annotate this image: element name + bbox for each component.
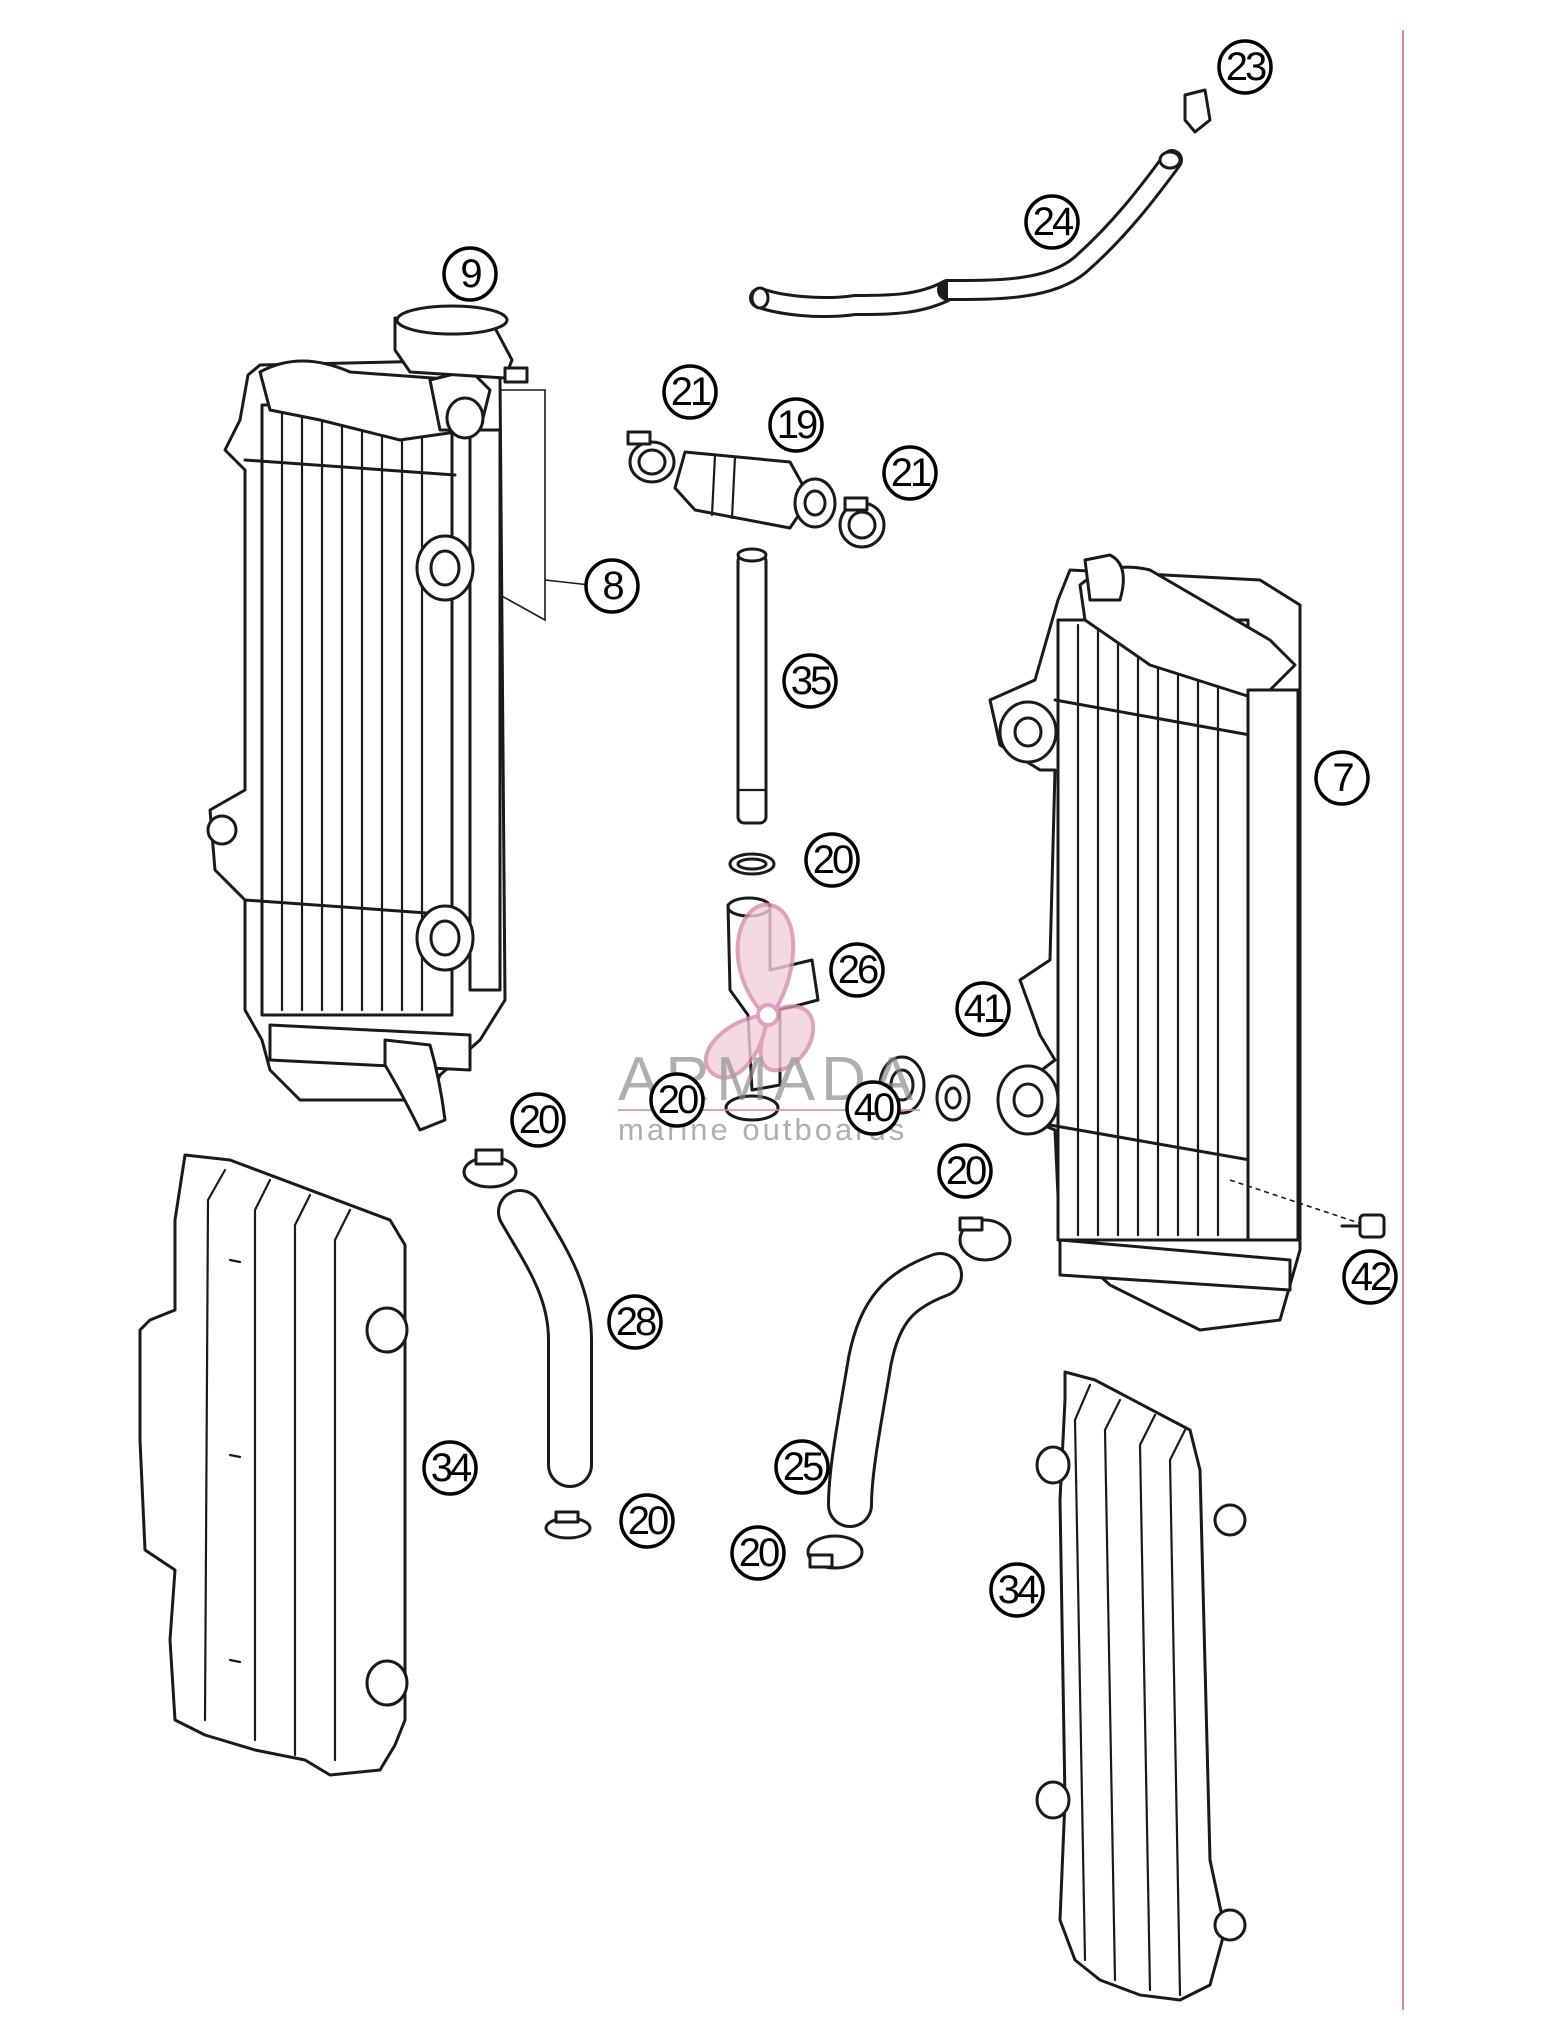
callout-20-upper-left: 20 (510, 1092, 566, 1148)
svg-text:25: 25 (783, 1445, 823, 1489)
svg-text:34: 34 (998, 1568, 1039, 1612)
callout-8: 8 (584, 558, 640, 614)
callout-20-lower-left: 20 (619, 1493, 675, 1549)
svg-text:20: 20 (739, 1531, 779, 1575)
callout-26: 26 (829, 942, 885, 998)
hose-clamp-21-left (626, 430, 676, 484)
callout-19: 19 (768, 397, 824, 453)
hose-clamp-20-upper-left (462, 1148, 518, 1189)
tube-35 (736, 547, 768, 825)
callout-42: 42 (1342, 1249, 1398, 1305)
radiator-louver-left (138, 1153, 409, 1777)
svg-text:35: 35 (791, 659, 831, 703)
hose-clamp-20-upper-right (958, 1216, 1012, 1262)
callout-25: 25 (774, 1439, 830, 1495)
svg-text:28: 28 (616, 1300, 656, 1344)
hose-clamp-20-lower-right (806, 1534, 864, 1570)
callout-20-center: 20 (649, 1072, 705, 1128)
bushing-40 (935, 1074, 971, 1122)
hose-28 (497, 1189, 593, 1488)
svg-text:7: 7 (1332, 756, 1353, 800)
fitting-23 (1183, 88, 1212, 134)
left-radiator (206, 358, 507, 1132)
svg-text:20: 20 (813, 838, 853, 882)
svg-text:20: 20 (628, 1499, 668, 1543)
svg-text:42: 42 (1351, 1255, 1391, 1299)
callout-21-left: 21 (662, 364, 718, 420)
right-radiator (988, 553, 1302, 1332)
screw-42 (1340, 1213, 1386, 1239)
svg-text:20: 20 (519, 1098, 559, 1142)
callout-28: 28 (607, 1294, 663, 1350)
callout-34-left: 34 (422, 1440, 478, 1496)
svg-text:23: 23 (1226, 45, 1266, 89)
hose-24 (749, 149, 1183, 319)
hose-clamp-21-right (838, 496, 886, 549)
svg-text:20: 20 (658, 1078, 698, 1122)
radiator-cap (393, 304, 529, 384)
svg-text:21: 21 (671, 370, 711, 414)
svg-text:24: 24 (1033, 200, 1074, 244)
hose-clamp-20-center (724, 1094, 780, 1122)
callout-34-right: 34 (989, 1562, 1045, 1618)
svg-text:19: 19 (777, 403, 817, 447)
leader-8 (499, 389, 546, 622)
callout-24: 24 (1024, 194, 1080, 250)
callout-20-tube: 20 (804, 832, 860, 888)
propeller-logo (703, 902, 816, 1080)
callouts: 9 8 21 19 21 23 24 35 7 20 26 41 20 40 2… (422, 39, 1398, 1618)
svg-text:9: 9 (460, 252, 481, 296)
callout-9: 9 (442, 246, 498, 302)
svg-text:40: 40 (854, 1086, 894, 1130)
callout-40: 40 (845, 1080, 901, 1136)
callout-7: 7 (1314, 750, 1370, 806)
svg-text:34: 34 (431, 1446, 472, 1490)
svg-text:20: 20 (946, 1149, 986, 1193)
callout-20-upper-right: 20 (937, 1143, 993, 1199)
hose-clamp-20-tube (728, 852, 776, 876)
callout-20-lower-right: 20 (730, 1525, 786, 1581)
hose-connector-19 (673, 450, 837, 530)
svg-text:8: 8 (602, 564, 623, 608)
callout-35: 35 (782, 653, 838, 709)
watermark: ARMADA marine outboards (618, 902, 920, 1147)
svg-text:26: 26 (838, 948, 878, 992)
callout-23: 23 (1217, 39, 1273, 95)
hose-25 (827, 1252, 963, 1528)
svg-text:21: 21 (891, 451, 931, 495)
svg-text:41: 41 (964, 987, 1004, 1031)
radiator-louver-right (1035, 1370, 1247, 2002)
hose-clamp-20-lower-left (544, 1510, 592, 1540)
callout-21-right: 21 (882, 445, 938, 501)
callout-41: 41 (955, 981, 1011, 1037)
